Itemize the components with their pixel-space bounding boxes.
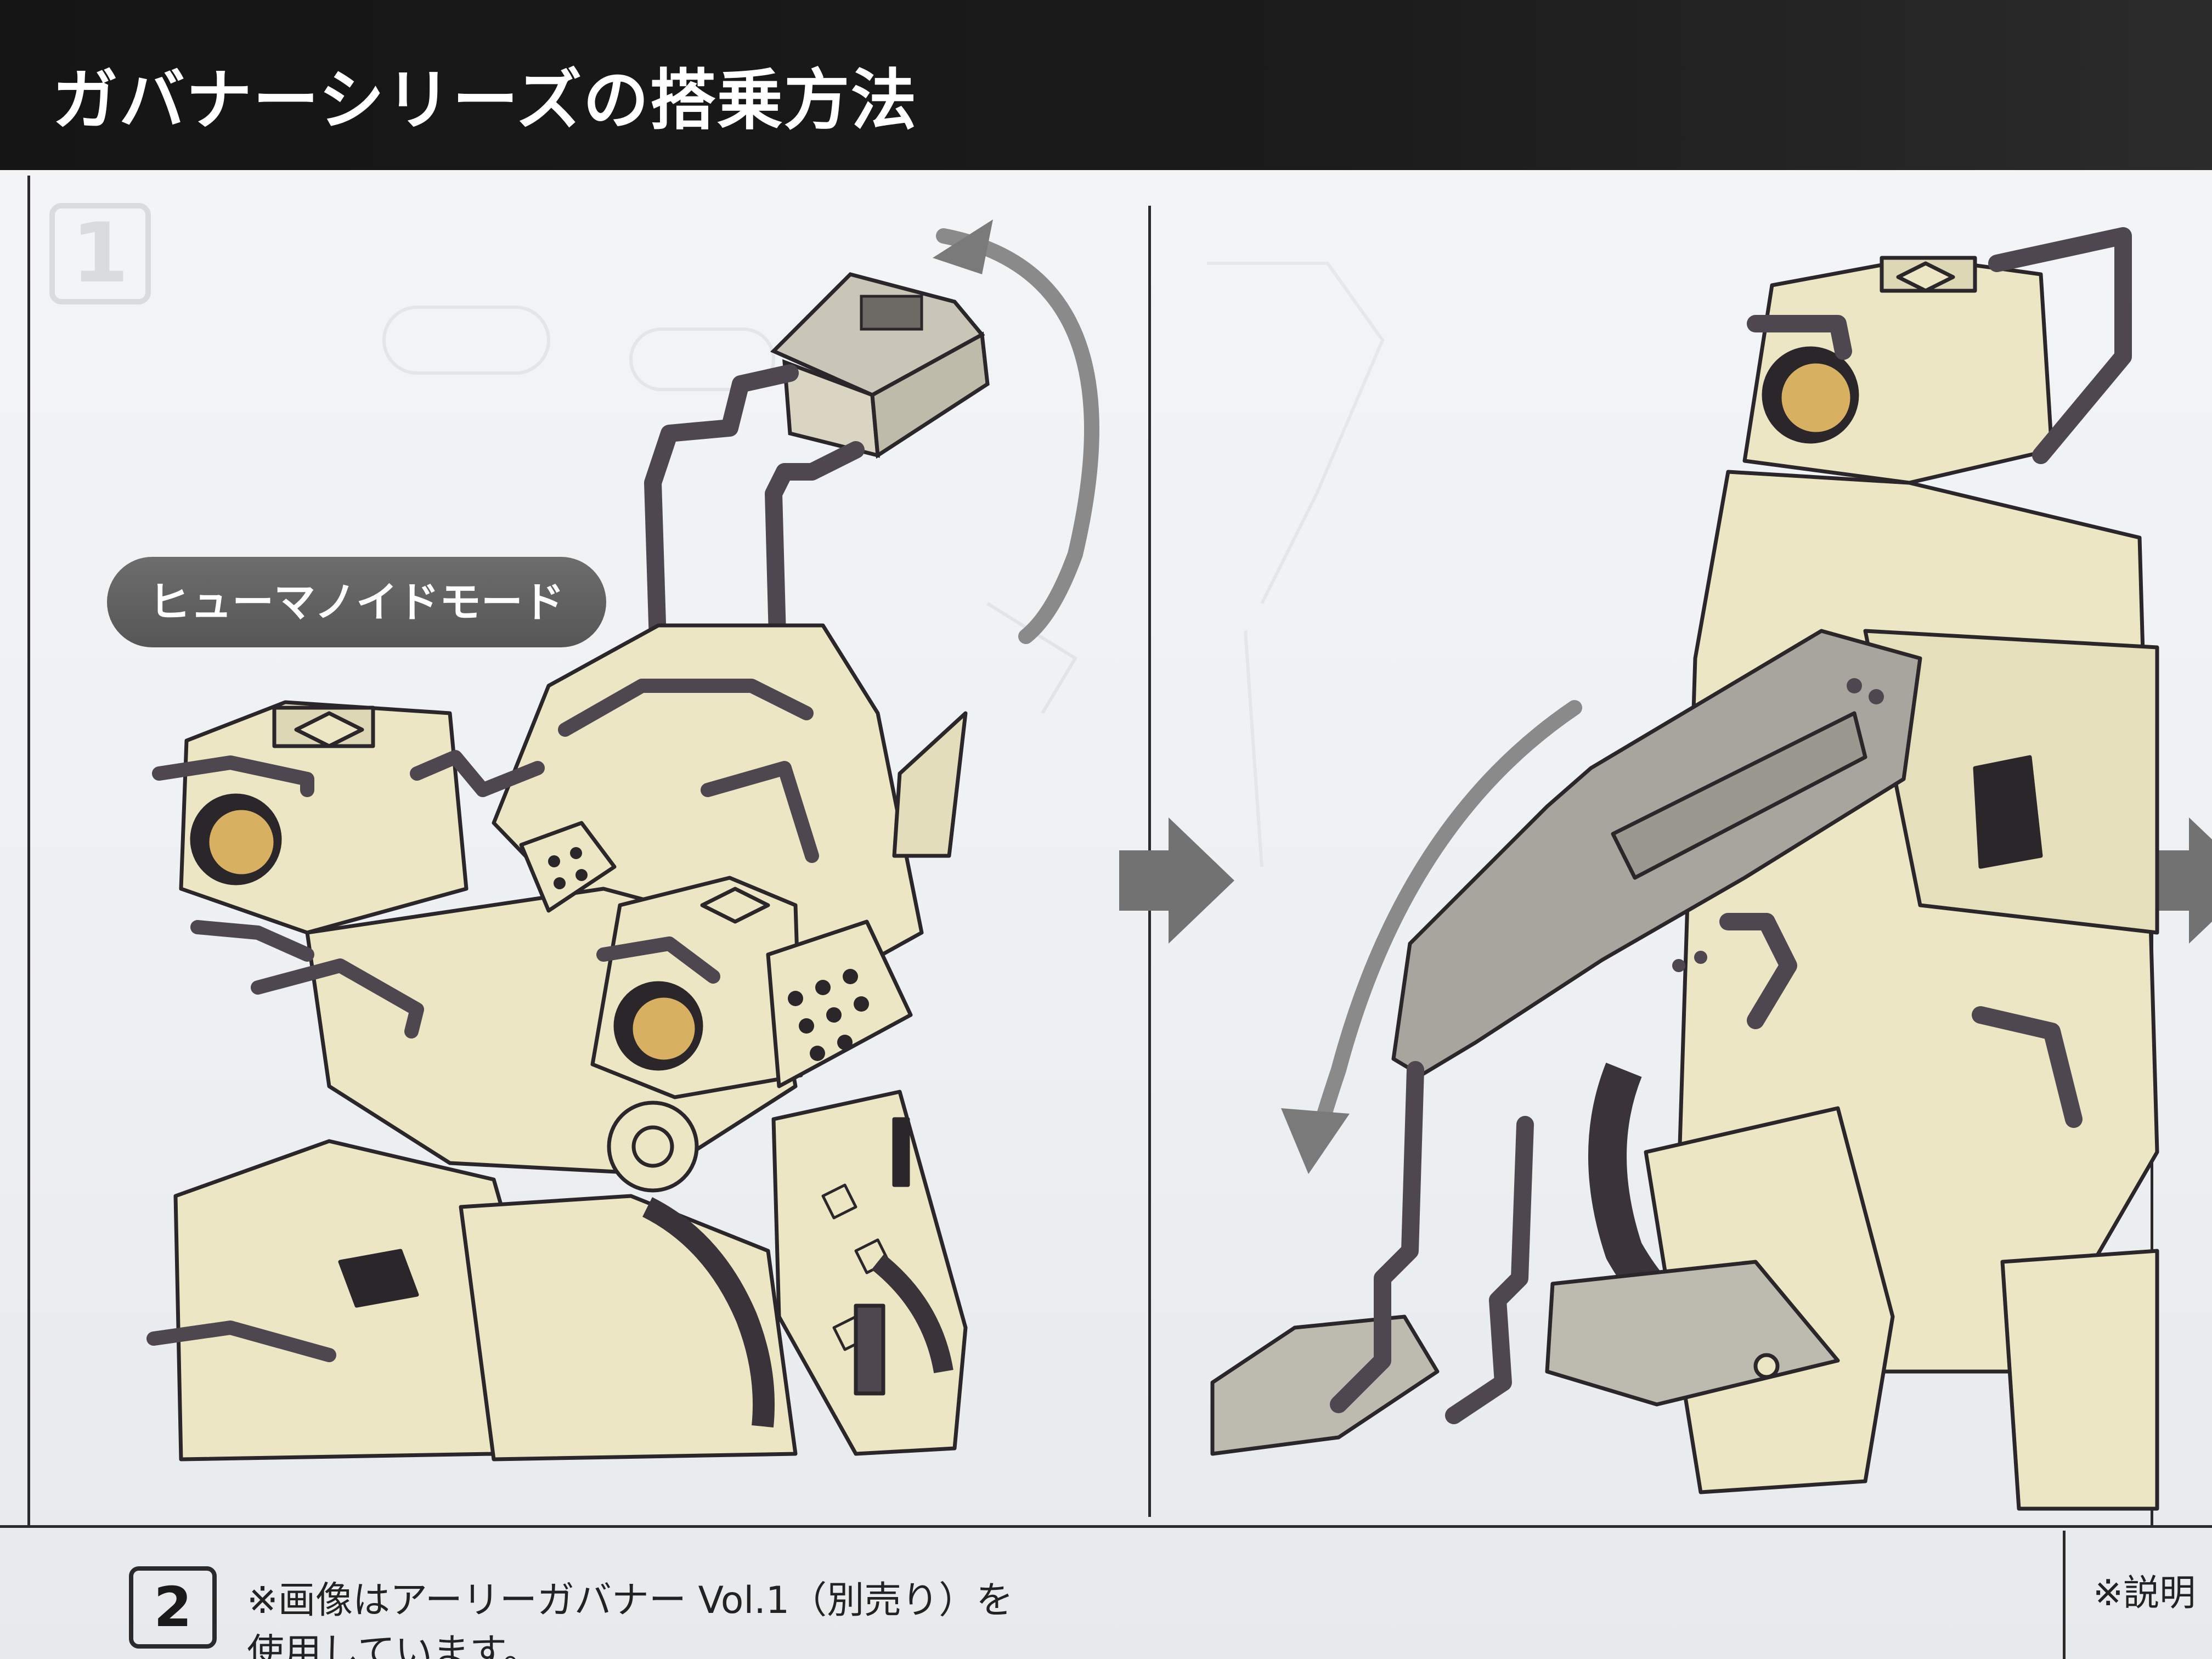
note-line-2: 使用しています。 <box>247 1631 541 1659</box>
panel-frame <box>27 176 2212 1525</box>
note-line-1: ※画像はアーリーガバナー Vol.1（別売り）を <box>247 1579 1014 1622</box>
cockpit-support-rods-right <box>1330 227 2132 1424</box>
mech-body-right <box>1210 256 2159 1511</box>
cockpit-unit <box>770 272 990 459</box>
page-title: ガバナーシリーズの搭乗方法 <box>52 63 918 139</box>
step-2-number: 2 <box>129 1566 217 1649</box>
step-2-note: ※画像はアーリーガバナー Vol.1（別売り）を 使用しています。 <box>247 1575 1013 1659</box>
next-step-arrow-icon <box>1119 817 1234 944</box>
lower-arrow-icon <box>1281 700 1582 1174</box>
header-bar: ガバナーシリーズの搭乗方法 <box>0 0 2212 170</box>
humanoid-mode-label: ヒューマノイドモード <box>107 557 606 647</box>
step-1-number: 1 <box>49 203 151 304</box>
side-note: ※説明 <box>2093 1572 2196 1614</box>
mech-body <box>173 623 968 1462</box>
bottom-divider <box>0 1525 2212 1528</box>
rotate-arrow-icon <box>933 219 1099 644</box>
next-step-arrow-right-icon <box>2156 817 2212 944</box>
side-note-divider <box>2063 1531 2066 1659</box>
boarding-mech-illustration <box>1119 227 2212 1511</box>
humanoid-mech-illustration <box>146 219 1099 1462</box>
frame-rails <box>146 679 819 1362</box>
ghost-background <box>382 306 1078 714</box>
ghost-background-right <box>1207 262 1385 867</box>
